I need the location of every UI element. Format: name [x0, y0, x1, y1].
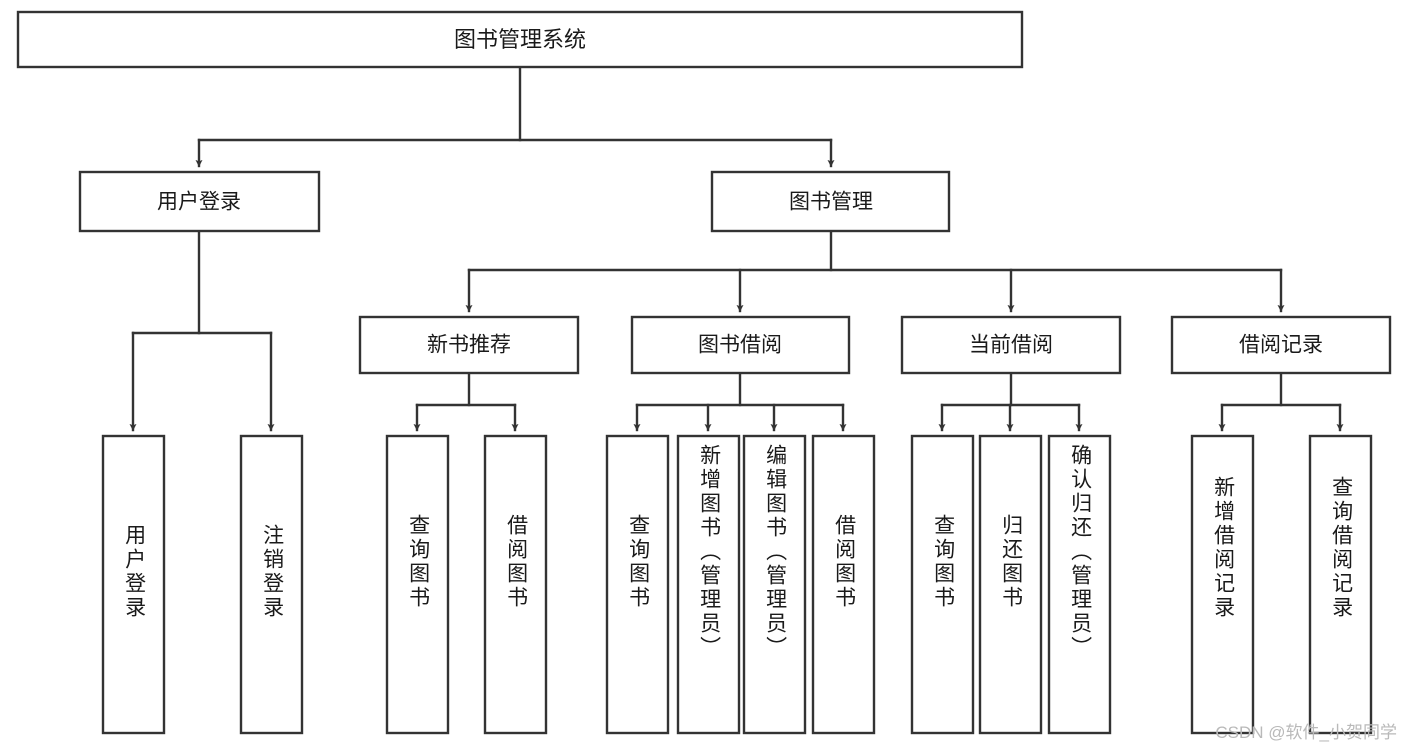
- node-current-borrow[interactable]: 当前借阅: [900, 315, 1122, 375]
- connector-group-book-borrow: [633, 371, 847, 432]
- csdn-watermark: CSDN @软件_小贺同学: [1215, 723, 1397, 742]
- leaf-rect-nbr-borrow-book[interactable]: [483, 434, 548, 735]
- node-book-management-rect[interactable]: [710, 170, 951, 233]
- node-user-login-rect[interactable]: [78, 170, 321, 233]
- node-new-book-recommend-label: 新书推荐: [427, 334, 511, 357]
- connector-group-root: [195, 65, 835, 168]
- node-new-book-recommend-rect[interactable]: [358, 315, 580, 375]
- node-new-book-recommend[interactable]: 新书推荐: [358, 315, 580, 375]
- node-book-borrow-rect[interactable]: [630, 315, 851, 375]
- node-root-label: 图书管理系统: [454, 27, 586, 52]
- leaf-rect-br-query-record[interactable]: [1308, 434, 1373, 735]
- leaf-rect-cb-query-book[interactable]: [910, 434, 975, 735]
- leaf-boxes: [101, 434, 1373, 735]
- node-root-book-mgmt-system[interactable]: 图书管理系统: [16, 10, 1024, 69]
- node-borrow-record[interactable]: 借阅记录: [1170, 315, 1392, 375]
- leaf-rect-br-add-record[interactable]: [1190, 434, 1255, 735]
- leaf-rect-bb-add-book[interactable]: [676, 434, 741, 735]
- leaf-rect-cb-return-book[interactable]: [978, 434, 1043, 735]
- node-current-borrow-label: 当前借阅: [969, 334, 1053, 357]
- node-book-borrow[interactable]: 图书借阅: [630, 315, 851, 375]
- connector-group-current-borrow: [938, 371, 1083, 432]
- node-book-management-label: 图书管理: [789, 191, 873, 214]
- connector-group-borrow-record: [1218, 371, 1344, 432]
- leaf-rect-bb-edit-book[interactable]: [742, 434, 807, 735]
- leaf-rect-nbr-query-book[interactable]: [385, 434, 450, 735]
- leaf-rect-bb-borrow-book[interactable]: [811, 434, 876, 735]
- leaf-rect-user-login[interactable]: [101, 434, 166, 735]
- node-root-rect[interactable]: [16, 10, 1024, 69]
- node-borrow-record-label: 借阅记录: [1239, 334, 1323, 357]
- node-user-login-label: 用户登录: [157, 191, 241, 214]
- connector-group-new-book-recommend: [413, 371, 519, 432]
- node-current-borrow-rect[interactable]: [900, 315, 1122, 375]
- node-book-borrow-label: 图书借阅: [698, 334, 782, 357]
- node-borrow-record-rect[interactable]: [1170, 315, 1392, 375]
- leaf-rect-logout[interactable]: [239, 434, 304, 735]
- connector-group-user-login: [129, 229, 275, 432]
- connector-group-book-mgmt: [465, 229, 1285, 313]
- leaf-rect-cb-confirm-return[interactable]: [1047, 434, 1112, 735]
- node-user-login[interactable]: 用户登录: [78, 170, 321, 233]
- node-book-management[interactable]: 图书管理: [710, 170, 951, 233]
- leaf-rect-bb-query-book[interactable]: [605, 434, 670, 735]
